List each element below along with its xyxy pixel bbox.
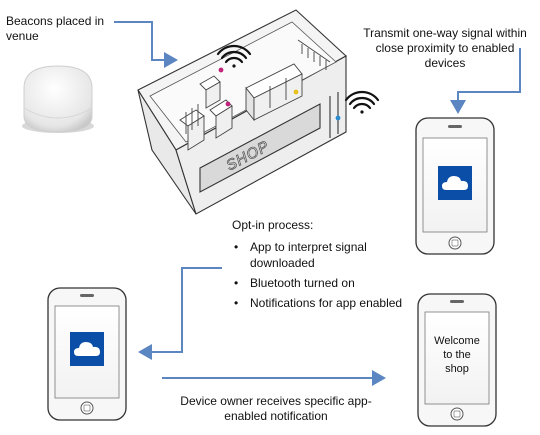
arrows <box>114 21 521 386</box>
beacon-device <box>22 65 94 133</box>
beacon-dot-magenta <box>225 101 231 107</box>
beacon-dot-yellow <box>293 89 299 95</box>
cloud-app-icon <box>70 332 104 366</box>
sign-band <box>199 103 321 193</box>
cloud-app-icon <box>438 166 472 200</box>
beacon-dot-magenta <box>218 67 224 73</box>
optin-step: Notifications for app enabled <box>232 295 432 311</box>
optin-step: App to interpret signal downloaded <box>232 239 432 271</box>
optin-block: Opt-in process: App to interpret signal … <box>232 218 432 315</box>
transmit-label: Transmit one-way signal within close pro… <box>363 26 527 70</box>
receives-label: Device owner receives specific app-enabl… <box>180 394 372 423</box>
smartphone <box>417 293 497 427</box>
wifi-signal-icon <box>216 44 252 68</box>
optin-steps: App to interpret signal downloaded Bluet… <box>232 239 432 311</box>
optin-step: Bluetooth turned on <box>232 275 432 291</box>
shop-building <box>137 9 347 215</box>
arrow-beacons-to-venue <box>114 21 178 68</box>
clothes-racks <box>185 39 331 134</box>
arrow-transmit-to-phone <box>450 48 521 114</box>
optin-title: Opt-in process: <box>232 218 314 232</box>
wifi-signal-icon <box>344 90 380 114</box>
arrow-optin-to-phone <box>138 267 222 360</box>
beacons-label: Beacons placed in venue <box>6 14 105 43</box>
welcome-message: Welcome to the shop <box>434 335 480 375</box>
beacon-dot-blue <box>335 115 341 121</box>
